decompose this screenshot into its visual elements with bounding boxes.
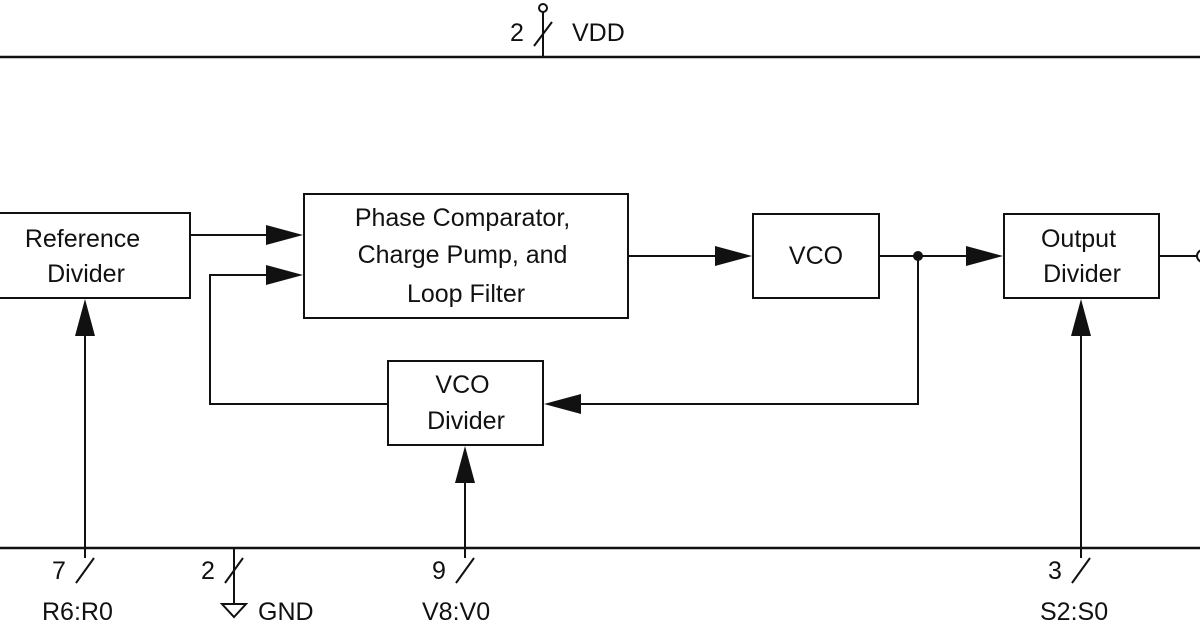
reference-bus-slash — [75, 557, 95, 584]
output-divider-block: Output Divider — [1003, 213, 1160, 299]
phase-to-vco-arrow — [628, 246, 752, 266]
reference-select-bus: 7 R6:R0 — [42, 299, 113, 626]
vdd-bus-slash — [533, 21, 553, 47]
output-bus-count: 3 — [1048, 557, 1062, 585]
svg-text:Reference Divider: Reference Divider — [25, 225, 147, 288]
vco-select-bus: 9 V8:V0 — [422, 446, 490, 626]
vdd-label: VDD — [572, 19, 625, 47]
gnd-bus-slash — [224, 557, 244, 584]
vco-to-output-arrow — [879, 246, 1003, 266]
svg-text:VCO Divider: VCO Divider — [427, 371, 505, 435]
svg-text:Output Divider: Output Divider — [1041, 225, 1123, 288]
output-select-bus: 3 S2:S0 — [1040, 299, 1108, 626]
gnd-label: GND — [258, 598, 314, 626]
output-divider-label-line-1: Output — [1041, 225, 1116, 253]
reference-divider-label-line-2: Divider — [47, 260, 125, 288]
phase-comparator-label-line-1: Phase Comparator, — [355, 204, 570, 232]
vco-bus-slash — [455, 557, 475, 584]
gnd-bus-count: 2 — [201, 557, 215, 585]
vco-divider-label-line-1: VCO — [435, 371, 489, 399]
vco-bus-count: 9 — [432, 557, 446, 585]
reference-bus-count: 7 — [52, 557, 66, 585]
vco-label: VCO — [789, 242, 843, 270]
feedback-to-vco-divider-arrow — [544, 256, 919, 414]
phase-comparator-label-line-2: Charge Pump, and — [358, 241, 568, 269]
svg-text:Phase Comparator, Charge: Phase Comparator, Charge Pump, and Loop … — [355, 204, 577, 308]
vdd-pin: 2 VDD — [510, 3, 625, 57]
vco-divider-to-phase-arrow — [209, 265, 388, 405]
vco-divider-label-line-2: Divider — [427, 407, 505, 435]
ground-symbol — [219, 603, 249, 619]
reference-select-label: R6:R0 — [42, 598, 113, 626]
vdd-bus-count: 2 — [510, 19, 524, 47]
ref-to-phase-arrow — [190, 225, 303, 245]
output-terminal — [1196, 249, 1200, 263]
phase-comparator-block: Phase Comparator, Charge Pump, and Loop … — [303, 193, 629, 319]
output-divider-label-line-2: Divider — [1043, 260, 1121, 288]
vdd-terminal — [538, 3, 548, 13]
output-bus-slash — [1071, 557, 1091, 584]
gnd-pin: 2 GND — [201, 548, 314, 626]
phase-comparator-label-line-3: Loop Filter — [407, 280, 525, 308]
vco-block: VCO — [752, 213, 880, 299]
vco-select-label: V8:V0 — [422, 598, 490, 626]
output-select-label: S2:S0 — [1040, 598, 1108, 626]
output-divider-out-line — [1159, 249, 1200, 263]
reference-divider-label-line-1: Reference — [25, 225, 140, 253]
vco-divider-block: VCO Divider — [387, 360, 544, 446]
reference-divider-block: Reference Divider — [0, 212, 191, 299]
